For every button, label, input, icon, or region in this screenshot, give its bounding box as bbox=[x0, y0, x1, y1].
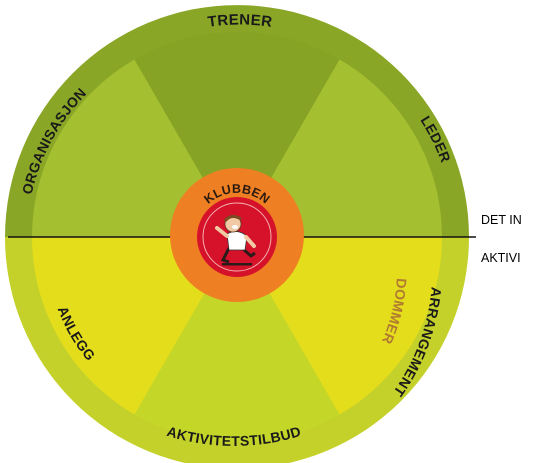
sector-anlegg bbox=[32, 237, 237, 415]
sector-trener bbox=[134, 32, 340, 238]
runner-mascot-icon bbox=[215, 214, 256, 266]
sector-dommer-arrangement bbox=[237, 237, 442, 415]
side-text-upper: DET IN bbox=[481, 213, 522, 227]
center-inner-highlight bbox=[202, 202, 272, 272]
side-text-lower: AKTIVI bbox=[481, 251, 521, 265]
sector-aktivitetstilbud bbox=[134, 237, 340, 442]
label-trener: TRENER bbox=[207, 11, 274, 30]
